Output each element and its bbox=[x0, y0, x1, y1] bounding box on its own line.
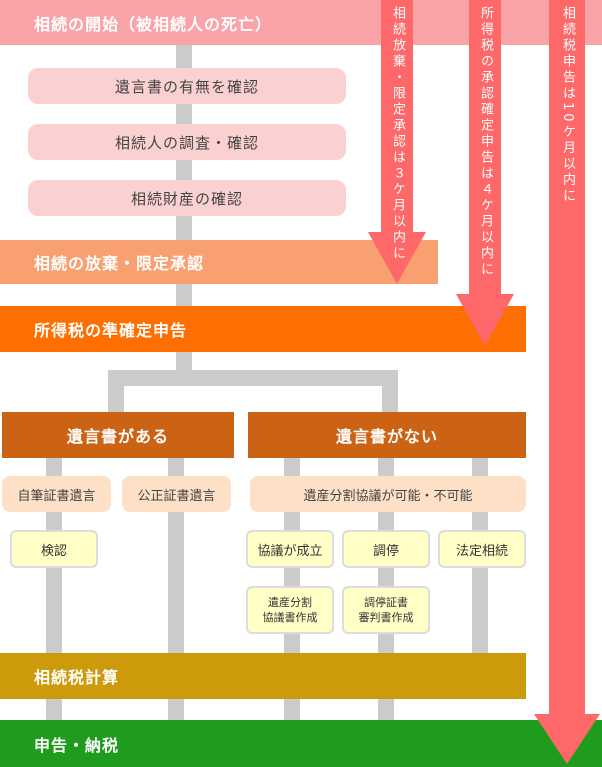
doc-mediation-ruling: 調停証書 審判書作成 bbox=[342, 586, 430, 634]
result-probate: 検認 bbox=[10, 530, 98, 568]
connector-split-bar bbox=[108, 370, 398, 386]
deadline-label-10-months: 相続税申告は10ケ月以内に bbox=[560, 6, 575, 205]
option-holographic-will: 自筆証書遺言 bbox=[2, 476, 111, 512]
deadline-arrow-3-months bbox=[368, 0, 426, 284]
doc-division-agreement-line1: 遺産分割 bbox=[268, 596, 312, 609]
band-filing-payment: 申告・納税 bbox=[0, 720, 602, 767]
branch-header-without-will: 遺言書がない bbox=[248, 412, 526, 458]
result-mediation: 調停 bbox=[342, 530, 430, 568]
result-statutory-inheritance: 法定相続 bbox=[438, 530, 526, 568]
result-probate-label: 検認 bbox=[40, 543, 67, 559]
branch-header-without-will-label: 遺言書がない bbox=[335, 427, 438, 446]
result-mediation-label: 調停 bbox=[372, 543, 399, 559]
doc-mediation-ruling-line1: 調停証書 bbox=[364, 596, 408, 609]
band-renunciation: 相続の放棄・限定承認 bbox=[0, 240, 438, 284]
doc-mediation-ruling-line2: 審判書作成 bbox=[358, 611, 414, 624]
option-division-negotiation: 遺産分割協議が可能・不可能 bbox=[250, 476, 526, 512]
option-division-negotiation-label: 遺産分割協議が可能・不可能 bbox=[303, 488, 473, 504]
connector-left-drop bbox=[108, 370, 124, 412]
step-check-will-label: 遺言書の有無を確認 bbox=[114, 77, 259, 96]
option-notarized-will: 公正証書遺言 bbox=[122, 476, 231, 512]
branch-header-with-will: 遺言書がある bbox=[2, 412, 234, 458]
deadline-label-4-months: 所得税の承認確定申告は４ケ月以内に bbox=[478, 6, 493, 278]
branch-header-with-will-label: 遺言書がある bbox=[66, 427, 169, 446]
step-identify-heirs-label: 相続人の調査・確認 bbox=[114, 133, 259, 152]
doc-division-agreement: 遺産分割 協議書作成 bbox=[246, 586, 334, 634]
band-inheritance-start-label: 相続の開始（被相続人の死亡） bbox=[34, 14, 273, 34]
band-tax-calculation-label: 相続税計算 bbox=[34, 668, 120, 687]
band-tax-calculation: 相続税計算 bbox=[0, 653, 526, 699]
band-renunciation-label: 相続の放棄・限定承認 bbox=[34, 254, 205, 273]
band-filing-payment-label: 申告・納税 bbox=[34, 735, 120, 755]
result-statutory-inheritance-label: 法定相続 bbox=[455, 543, 508, 559]
result-agreement-reached-label: 協議が成立 bbox=[257, 543, 323, 559]
step-confirm-assets: 相続財産の確認 bbox=[28, 180, 346, 216]
step-identify-heirs: 相続人の調査・確認 bbox=[28, 124, 346, 160]
option-notarized-will-label: 公正証書遺言 bbox=[137, 488, 216, 504]
deadline-arrow-4-months bbox=[456, 0, 514, 346]
step-confirm-assets-label: 相続財産の確認 bbox=[130, 189, 243, 208]
deadline-label-3-months: 相続放棄・限定承認は３ケ月以内に bbox=[390, 6, 405, 262]
band-inheritance-start: 相続の開始（被相続人の死亡） bbox=[0, 0, 602, 45]
band-income-tax-return: 所得税の準確定申告 bbox=[0, 306, 526, 352]
doc-division-agreement-line2: 協議書作成 bbox=[262, 611, 318, 624]
result-agreement-reached: 協議が成立 bbox=[246, 530, 334, 568]
connector-right-drop bbox=[382, 370, 398, 412]
deadline-arrow-10-months bbox=[534, 0, 600, 764]
option-holographic-will-label: 自筆証書遺言 bbox=[17, 488, 96, 504]
step-check-will: 遺言書の有無を確認 bbox=[28, 68, 346, 104]
band-income-tax-return-label: 所得税の準確定申告 bbox=[34, 321, 188, 340]
